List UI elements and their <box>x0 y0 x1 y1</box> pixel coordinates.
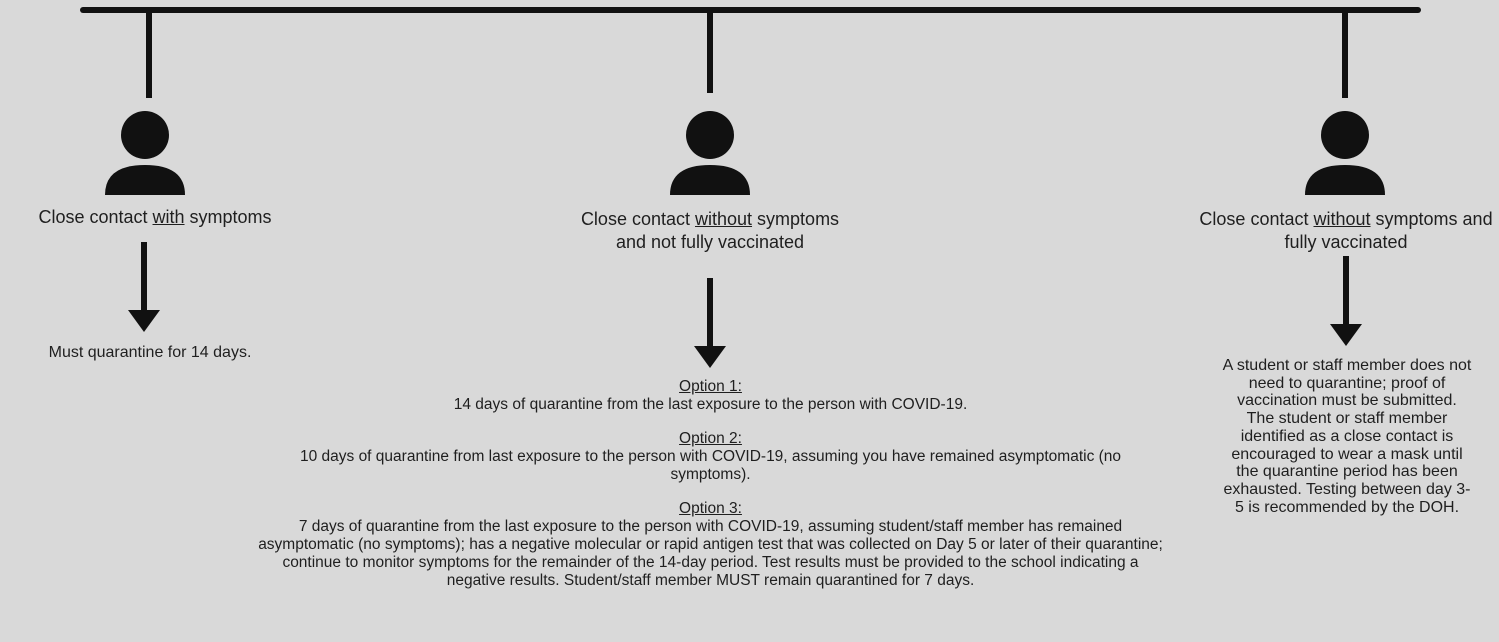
person-icon <box>105 111 185 195</box>
branch-1-label: Close contact with symptoms <box>38 207 272 227</box>
option-1-text: 14 days of quarantine from the last expo… <box>453 396 968 413</box>
arrow-down-icon <box>693 278 727 368</box>
option-3-title: Option 3: <box>679 500 742 517</box>
branch-3-label: Close contact without symptoms and fully… <box>1199 209 1493 252</box>
emphasis-without: without <box>1313 209 1371 229</box>
arrow-down-icon <box>1329 256 1363 346</box>
branch-3-outcome: A student or staff member does not need … <box>1222 357 1472 516</box>
option-3-text: 7 days of quarantine from the last expos… <box>258 518 1163 589</box>
option-3: Option 3: 7 days of quarantine from the … <box>258 500 1163 590</box>
branch-1-outcome: Must quarantine for 14 days. <box>48 344 252 361</box>
option-2-title: Option 2: <box>679 430 742 447</box>
arrow-down-icon <box>127 242 161 332</box>
option-2: Option 2: 10 days of quarantine from las… <box>258 430 1163 484</box>
top-connector-line <box>80 7 1421 13</box>
branch-3-drop-line <box>1342 10 1348 98</box>
option-1: Option 1: 14 days of quarantine from the… <box>258 378 1163 414</box>
branch-2-options: Option 1: 14 days of quarantine from the… <box>258 378 1163 606</box>
option-1-title: Option 1: <box>679 378 742 395</box>
emphasis-with: with <box>152 207 185 227</box>
branch-2-drop-line <box>707 10 713 93</box>
emphasis-without: without <box>695 209 753 229</box>
person-icon <box>670 111 750 195</box>
branch-2-label: Close contact without symptoms and not f… <box>580 209 840 252</box>
branch-1-drop-line <box>146 10 152 98</box>
person-icon <box>1305 111 1385 195</box>
option-2-text: 10 days of quarantine from last exposure… <box>299 448 1122 483</box>
